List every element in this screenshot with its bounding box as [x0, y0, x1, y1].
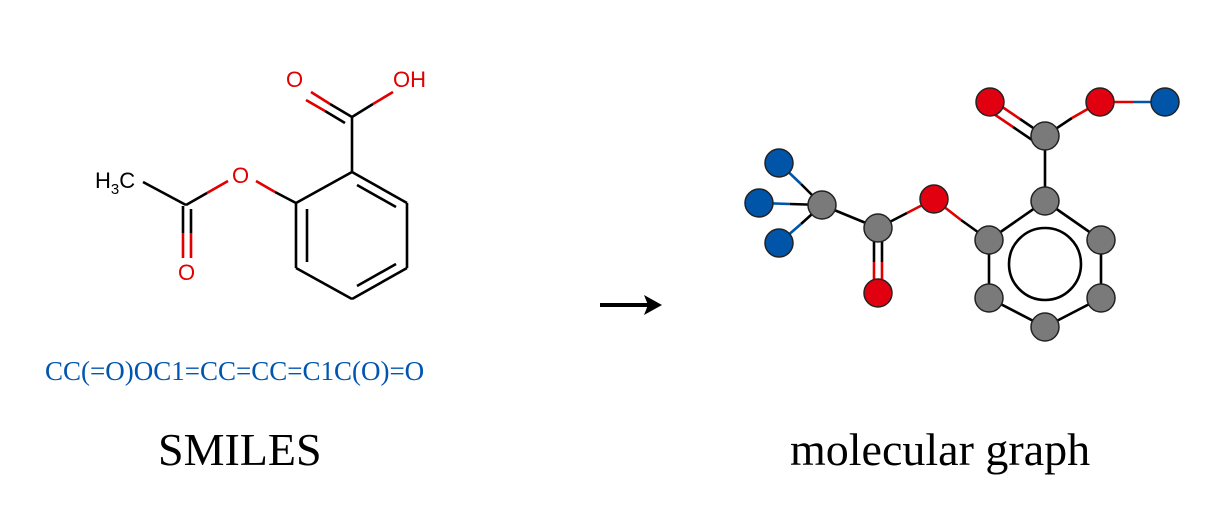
carbon-node: [1030, 312, 1060, 342]
oxygen-node: [863, 278, 893, 308]
oxygen-node: [1085, 87, 1115, 117]
bond: [305, 98, 326, 113]
bond: [351, 102, 374, 119]
bond: [372, 90, 394, 106]
ring-bond: [351, 266, 408, 301]
carbon-node: [974, 283, 1004, 313]
hydrogen-node: [1150, 87, 1180, 117]
molecular-graph-caption: molecular graph: [790, 424, 1090, 475]
carbon-node: [807, 190, 837, 220]
ester-oxygen-label: O: [232, 163, 249, 188]
skeletal-structure: O OH O O H3C: [95, 67, 426, 301]
benzene-ring: [294, 170, 409, 301]
carbon-node: [1030, 121, 1060, 151]
hydrogen-node: [744, 188, 774, 218]
ring-bond: [351, 170, 408, 205]
carbon-node: [863, 213, 893, 243]
acid-hydroxyl-label: OH: [393, 67, 426, 92]
ring-double-bond: [356, 262, 397, 288]
acid-carbonyl-oxygen-label: O: [286, 67, 303, 92]
aromatic-ring-circle: [1007, 226, 1083, 302]
carboxylic-acid-group: [305, 90, 394, 172]
bond: [206, 179, 229, 195]
carbon-node: [1086, 283, 1116, 313]
molecular-graph: [744, 87, 1180, 342]
bond: [185, 191, 208, 207]
smiles-caption: SMILES: [158, 424, 322, 475]
ring-bond: [295, 266, 353, 301]
methyl-label: H3C: [95, 168, 135, 198]
bond: [274, 190, 297, 205]
graph-nodes: [744, 87, 1180, 342]
smiles-string: CC(=O)OC1=CC=CC=C1C(O)=O: [45, 356, 424, 386]
methyl-label-h: H: [95, 168, 111, 193]
hydrogen-node: [764, 228, 794, 258]
carbon-node: [1086, 225, 1116, 255]
bond: [324, 109, 346, 125]
carbon-node: [1030, 186, 1060, 216]
ring-double-bond: [356, 183, 397, 209]
ring-bond: [295, 170, 353, 205]
bond: [310, 90, 331, 106]
hydrogen-node: [764, 148, 794, 178]
ester-group: [142, 179, 297, 258]
methyl-label-c: C: [119, 168, 135, 193]
bond: [329, 102, 353, 119]
methyl-label-subscript: 3: [111, 181, 119, 198]
oxygen-node: [975, 87, 1005, 117]
bond: [255, 179, 276, 194]
carbonyl-oxygen-label: O: [178, 260, 195, 285]
right-arrow-icon: [600, 295, 662, 315]
oxygen-node: [919, 184, 949, 214]
carbon-node: [974, 225, 1004, 255]
bond: [142, 180, 187, 207]
